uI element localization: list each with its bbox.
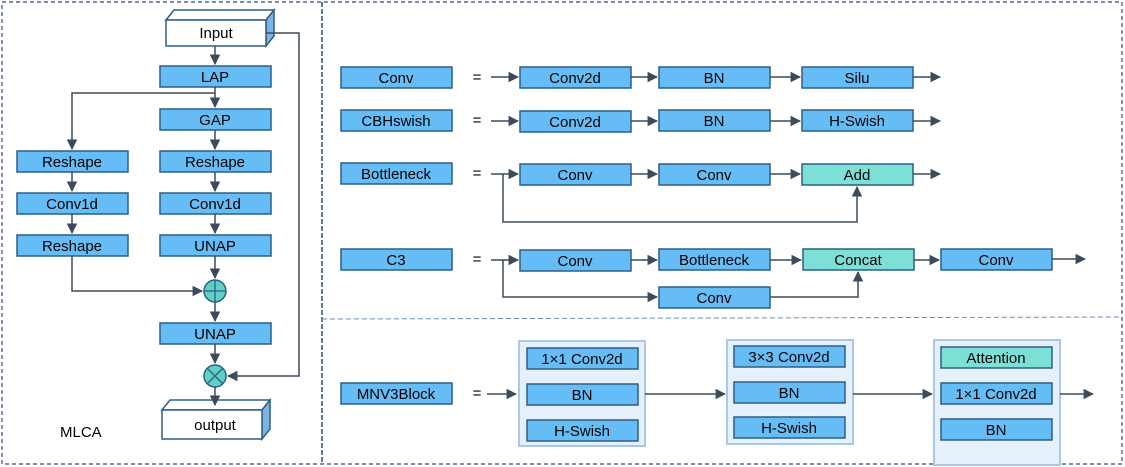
reshape-label: Reshape — [185, 154, 245, 171]
unap-block-bottom: UNAP — [159, 322, 272, 345]
step-label: Conv — [557, 253, 593, 270]
row-bottleneck: Bottleneck = Conv Conv Add — [340, 162, 942, 223]
step-label: BN — [572, 387, 593, 404]
cbhswish-name: CBHswish — [361, 113, 430, 130]
reshape-label: Reshape — [42, 238, 102, 255]
step-label: Silu — [844, 70, 869, 87]
step-label: H-Swish — [554, 423, 610, 440]
conv1d-label: Conv1d — [189, 196, 241, 213]
reshape-block-right: Reshape — [159, 150, 272, 173]
step-label: Attention — [966, 350, 1025, 367]
output-block: output — [160, 397, 272, 442]
step-label: Add — [844, 167, 871, 184]
row-conv: Conv = Conv2d BN Silu — [340, 66, 942, 89]
row-cbhswish: CBHswish = Conv2d BN H-Swish — [340, 109, 942, 133]
unap-block-right: UNAP — [159, 234, 272, 257]
step-label: H-Swish — [829, 113, 885, 130]
step-label: H-Swish — [761, 420, 817, 437]
mnv3-group-3: Attention 1×1 Conv2d BN — [933, 339, 1061, 466]
multiply-node-icon — [203, 364, 227, 388]
mlca-connectors — [66, 32, 300, 407]
mnv3block-name: MNV3Block — [357, 386, 436, 403]
step-label: Conv — [978, 252, 1014, 269]
equals-sign: = — [473, 385, 482, 402]
reshape-block-left: Reshape — [16, 150, 129, 173]
row-mnv3block: MNV3Block = 1×1 Conv2d BN H-Swish 3×3 Co… — [340, 339, 1095, 466]
gap-block: GAP — [159, 108, 272, 131]
step-label: Conv — [557, 167, 593, 184]
reshape-block-left-2: Reshape — [16, 234, 129, 257]
step-label: 1×1 Conv2d — [955, 386, 1036, 403]
step-label: Conv2d — [549, 114, 601, 131]
step-label: 1×1 Conv2d — [541, 351, 622, 368]
add-node-icon — [203, 279, 227, 303]
section-divider — [321, 316, 1123, 320]
step-label: Conv — [696, 167, 732, 184]
mnv3-group-2: 3×3 Conv2d BN H-Swish — [726, 339, 854, 445]
branch-label: Conv — [696, 290, 732, 307]
row-c3: C3 = Conv Bottleneck Concat Conv Conv — [340, 248, 1087, 309]
c3-name: C3 — [386, 252, 405, 269]
conv1d-label: Conv1d — [46, 196, 98, 213]
unap-label: UNAP — [194, 326, 236, 343]
step-label: Bottleneck — [679, 252, 750, 269]
equals-sign: = — [473, 251, 482, 268]
unap-label: UNAP — [194, 238, 236, 255]
step-label: BN — [704, 113, 725, 130]
input-label: Input — [199, 25, 233, 42]
step-label: BN — [986, 422, 1007, 439]
step-label: Conv2d — [549, 70, 601, 87]
output-label: output — [194, 417, 237, 434]
equals-sign: = — [473, 165, 482, 182]
lap-label: LAP — [201, 69, 229, 86]
equals-sign: = — [473, 69, 482, 86]
step-label: BN — [704, 70, 725, 87]
mnv3-group-1: 1×1 Conv2d BN H-Swish — [518, 340, 646, 447]
reshape-label: Reshape — [42, 154, 102, 171]
conv-name: Conv — [378, 70, 414, 87]
lap-block: LAP — [159, 65, 272, 88]
step-label: Concat — [834, 252, 882, 269]
bottleneck-name: Bottleneck — [361, 166, 432, 183]
gap-label: GAP — [199, 112, 231, 129]
step-label: 3×3 Conv2d — [748, 349, 829, 366]
conv1d-block-right: Conv1d — [159, 192, 272, 215]
input-block: Input — [164, 7, 276, 49]
mlca-title: MLCA — [60, 424, 102, 441]
mlca-module: Input LAP GAP Reshape Conv1d UNAP Reshap… — [16, 7, 300, 442]
equals-sign: = — [473, 112, 482, 129]
conv1d-block-left: Conv1d — [16, 192, 129, 215]
step-label: BN — [779, 385, 800, 402]
